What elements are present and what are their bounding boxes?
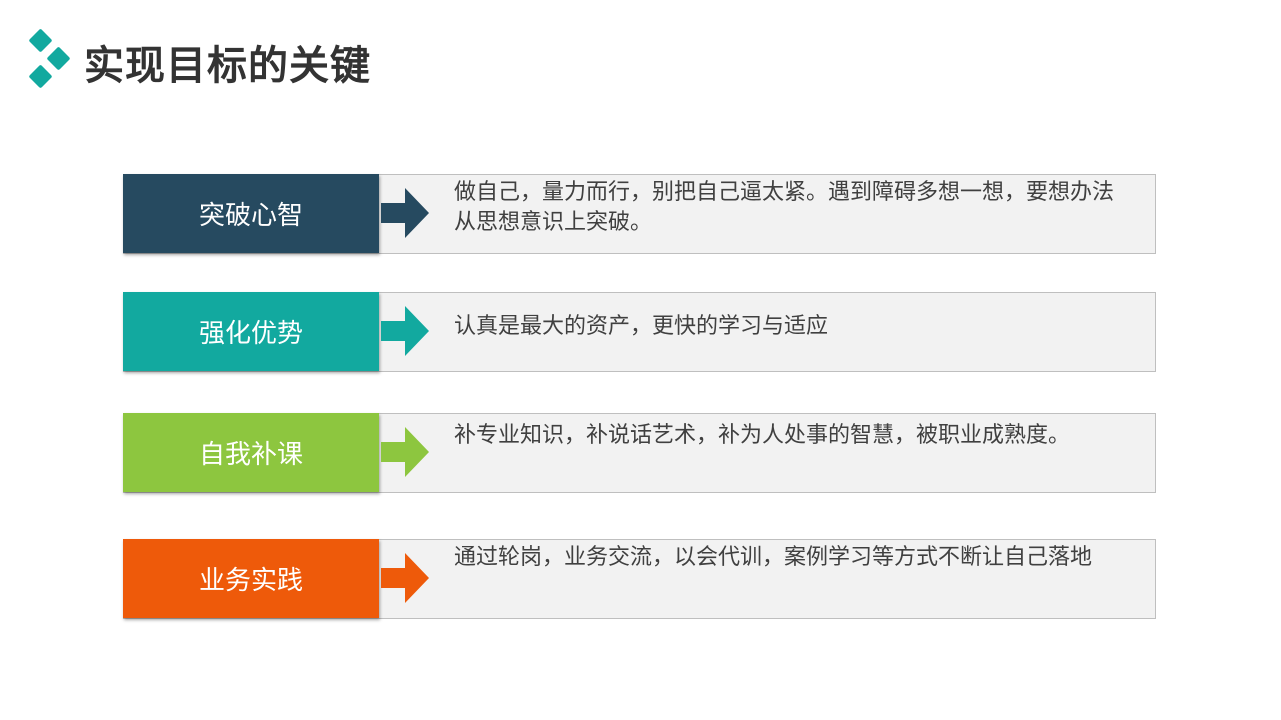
- key-item-row: 突破心智 做自己，量力而行，别把自己逼太紧。遇到障碍多想一想，要想办法从思想意识…: [123, 174, 1156, 254]
- right-arrow-icon: [381, 553, 429, 603]
- key-item-row: 自我补课 补专业知识，补说话艺术，补为人处事的智慧，被职业成熟度。: [123, 413, 1156, 493]
- logo-diamond-right: [46, 46, 71, 71]
- key-label-box: 突破心智: [123, 174, 379, 253]
- key-label: 强化优势: [198, 319, 303, 349]
- description-text: 通过轮岗，业务交流，以会代训，案例学习等方式不断让自己落地: [454, 545, 1093, 570]
- key-label-box: 业务实践: [123, 539, 379, 618]
- logo-diamond-top: [28, 28, 53, 53]
- description-text: 认真是最大的资产，更快的学习与适应: [454, 314, 829, 339]
- description-text: 做自己，量力而行，别把自己逼太紧。遇到障碍多想一想，要想办法从思想意识上突破。: [454, 180, 1115, 235]
- page-title: 实现目标的关键: [84, 43, 371, 89]
- description-text: 补专业知识，补说话艺术，补为人处事的智慧，被职业成熟度。: [454, 423, 1071, 448]
- right-arrow-icon: [381, 188, 429, 238]
- key-label: 突破心智: [198, 201, 303, 231]
- logo-diamond-bottom: [28, 64, 53, 89]
- key-label-box: 强化优势: [123, 292, 379, 371]
- key-item-row: 业务实践 通过轮岗，业务交流，以会代训，案例学习等方式不断让自己落地: [123, 539, 1156, 619]
- key-label: 自我补课: [198, 440, 303, 470]
- right-arrow-icon: [381, 427, 429, 477]
- key-item-row: 强化优势 认真是最大的资产，更快的学习与适应: [123, 292, 1156, 372]
- key-label-box: 自我补课: [123, 413, 379, 492]
- right-arrow-icon: [381, 306, 429, 356]
- key-label: 业务实践: [198, 566, 303, 596]
- diamond-logo-icon: [26, 28, 76, 94]
